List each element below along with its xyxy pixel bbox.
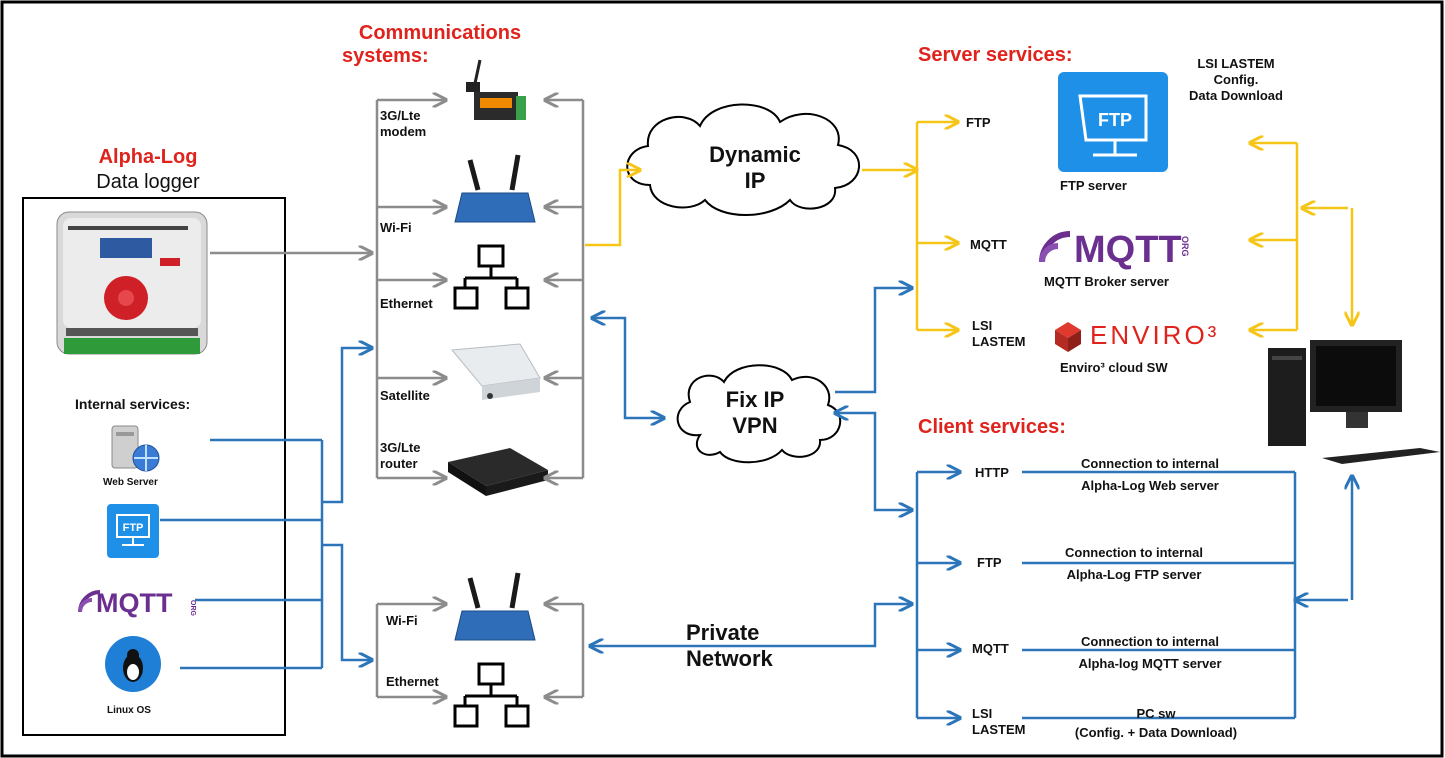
client-lsi-desc1: PC sw bbox=[1136, 706, 1176, 721]
wifi-private-label: Wi-Fi bbox=[386, 613, 418, 628]
server-lsi-line1: LSI bbox=[972, 318, 993, 333]
lsi-config-line3: Data Download bbox=[1189, 88, 1283, 103]
lsi-config-line2: Config. bbox=[1213, 72, 1259, 87]
heading-alphalog: Alpha-Log bbox=[98, 146, 198, 168]
blue-connectors bbox=[160, 288, 1352, 718]
client-mqtt-label: MQTT bbox=[972, 641, 1009, 656]
client-lsi-desc2: (Config. + Data Download) bbox=[1074, 725, 1238, 740]
client-mqtt-desc: Connection to internal Alpha-log MQTT se… bbox=[1040, 634, 1260, 672]
ftp-server-label: FTP server bbox=[1060, 178, 1127, 193]
server-mqtt-label: MQTT bbox=[970, 237, 1007, 252]
client-ftp-desc1: Connection to internal bbox=[1065, 545, 1203, 560]
router-label-line2: router bbox=[380, 456, 418, 471]
client-ftp-label: FTP bbox=[977, 555, 1002, 570]
client-lsi-label: LSI LASTEM bbox=[972, 706, 1025, 738]
heading-communications: Communications systems: bbox=[330, 22, 550, 68]
heading-internal-services: Internal services: bbox=[75, 396, 191, 412]
ftp-server-icon-text: FTP bbox=[1098, 110, 1132, 130]
dynamic-ip-line2: IP bbox=[744, 168, 766, 193]
client-ftp-desc2: Alpha-Log FTP server bbox=[1066, 567, 1202, 582]
private-network-line1: Private bbox=[686, 620, 760, 645]
gray-connectors bbox=[210, 100, 585, 697]
dynamic-ip-label: Dynamic IP bbox=[690, 142, 820, 194]
client-http-desc2: Alpha-Log Web server bbox=[1081, 478, 1219, 493]
heading-server-services: Server services: bbox=[918, 44, 1073, 66]
fix-ip-line2: VPN bbox=[732, 413, 778, 438]
fix-ip-cloud bbox=[676, 364, 842, 464]
router-label: 3G/Lte router bbox=[380, 440, 420, 472]
router-3g-image bbox=[448, 448, 548, 496]
client-lsi-line1: LSI bbox=[972, 706, 993, 721]
client-lsi-desc: PC sw (Config. + Data Download) bbox=[1036, 706, 1276, 741]
ethernet-private-icon bbox=[453, 662, 530, 728]
enviro-logo-text: ENVIRO³ bbox=[1090, 320, 1219, 350]
enviro-logo: ENVIRO³ bbox=[1055, 320, 1219, 352]
dynamic-ip-cloud bbox=[626, 103, 860, 216]
wifi-label: Wi-Fi bbox=[380, 220, 412, 235]
private-network-line2: Network bbox=[686, 646, 773, 671]
modem-label-line2: modem bbox=[380, 124, 427, 139]
linux-label: Linux OS bbox=[107, 705, 151, 716]
dynamic-ip-line1: Dynamic bbox=[709, 142, 801, 167]
fix-ip-line1: Fix IP bbox=[725, 387, 785, 412]
fix-ip-label: Fix IP VPN bbox=[700, 387, 810, 439]
yellow-connectors bbox=[585, 122, 1352, 330]
lsi-config-label: LSI LASTEM Config. Data Download bbox=[1176, 56, 1296, 104]
client-mqtt-desc1: Connection to internal bbox=[1081, 634, 1219, 649]
heading-datalogger: Data logger bbox=[96, 171, 200, 193]
ftp-icon-internal: FTP bbox=[107, 504, 159, 558]
mqtt-broker-org: ORG bbox=[1180, 236, 1190, 257]
wifi-router-private-icon bbox=[454, 572, 536, 641]
pc-icon bbox=[1268, 340, 1440, 464]
server-lsi-line2: LASTEM bbox=[972, 334, 1026, 349]
private-network-label: Private Network bbox=[686, 620, 773, 672]
linux-icon bbox=[105, 636, 161, 692]
ftp-server-icon: FTP bbox=[1058, 72, 1168, 172]
client-http-label: HTTP bbox=[975, 465, 1009, 480]
modem-label: 3G/Lte modem bbox=[380, 108, 426, 140]
mqtt-logo-internal-text: MQTT bbox=[96, 588, 173, 618]
datalogger-device-image bbox=[56, 211, 208, 355]
mqtt-broker-label: MQTT Broker server bbox=[1044, 274, 1169, 289]
heading-communications-line2: systems: bbox=[342, 45, 429, 67]
client-ftp-desc: Connection to internal Alpha-Log FTP ser… bbox=[1024, 545, 1244, 583]
client-http-desc: Connection to internal Alpha-Log Web ser… bbox=[1040, 456, 1260, 494]
web-server-icon bbox=[111, 425, 160, 472]
enviro-cloud-label: Enviro³ cloud SW bbox=[1060, 360, 1168, 375]
satellite-label: Satellite bbox=[380, 388, 430, 403]
mqtt-org-internal: ORG bbox=[189, 600, 196, 617]
modem-label-line1: 3G/Lte bbox=[380, 108, 421, 123]
heading-client-services: Client services: bbox=[918, 416, 1066, 438]
ftp-icon-internal-text: FTP bbox=[123, 522, 144, 534]
client-lsi-line2: LASTEM bbox=[972, 722, 1026, 737]
wifi-router-icon bbox=[454, 154, 536, 223]
heading-communications-line1: Communications bbox=[358, 22, 522, 44]
ethernet-icon bbox=[453, 244, 530, 310]
server-lsi-label: LSI LASTEM bbox=[972, 318, 1025, 350]
client-http-desc1: Connection to internal bbox=[1081, 456, 1219, 471]
router-label-line1: 3G/Lte bbox=[380, 440, 421, 455]
mqtt-logo-internal: MQTT ORG bbox=[78, 588, 196, 618]
ethernet-private-label: Ethernet bbox=[386, 674, 439, 689]
datalogger-box bbox=[22, 197, 286, 736]
mqtt-broker-logo: MQTT ORG bbox=[1039, 229, 1190, 271]
lsi-config-line1: LSI LASTEM bbox=[1197, 56, 1275, 71]
ethernet-label: Ethernet bbox=[380, 296, 433, 311]
server-ftp-label: FTP bbox=[966, 115, 991, 130]
modem-3g-image bbox=[466, 59, 526, 120]
web-server-label: Web Server bbox=[103, 477, 158, 488]
satellite-modem-image bbox=[451, 343, 541, 400]
mqtt-broker-logo-text: MQTT bbox=[1074, 229, 1182, 271]
client-mqtt-desc2: Alpha-log MQTT server bbox=[1078, 656, 1222, 671]
